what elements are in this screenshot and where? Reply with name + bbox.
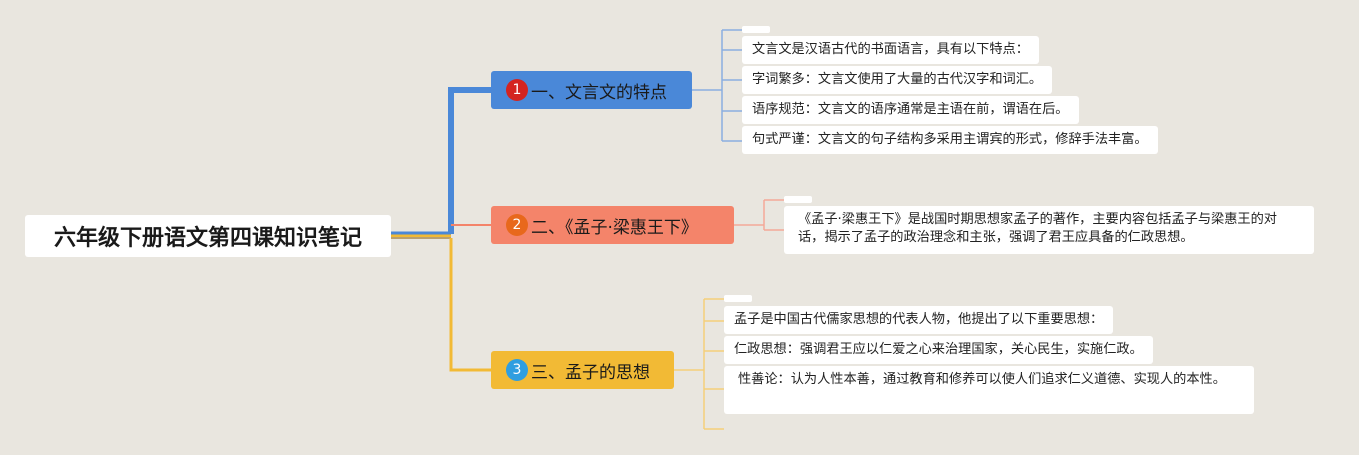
branch-3-node[interactable]: 3 三、孟子的思想 — [491, 351, 674, 389]
branch-3-number-badge: 3 — [506, 359, 528, 381]
root-topic-title[interactable]: 六年级下册语文第四课知识笔记 — [25, 215, 391, 257]
branch-1-label: 一、文言文的特点 — [531, 82, 667, 103]
branch-3-label: 三、孟子的思想 — [531, 362, 650, 383]
branch-3-leaf-2[interactable]: 仁政思想：强调君王应以仁爱之心来治理国家，关心民生，实施仁政。 — [724, 336, 1153, 364]
branch-2-number-badge: 2 — [506, 214, 528, 236]
branch-2-label: 二、《孟子·梁惠王下》 — [531, 217, 698, 238]
branch-1-leaf-3[interactable]: 语序规范：文言文的语序通常是主语在前，谓语在后。 — [742, 96, 1079, 124]
branch-1-empty-stub — [742, 26, 770, 33]
branch-1-node[interactable]: 1 一、文言文的特点 — [491, 71, 692, 109]
branch-1-leaf-4[interactable]: 句式严谨：文言文的句子结构多采用主谓宾的形式，修辞手法丰富。 — [742, 126, 1158, 154]
branch-1-leaf-2[interactable]: 字词繁多：文言文使用了大量的古代汉字和词汇。 — [742, 66, 1053, 94]
branch-2-empty-stub — [784, 196, 812, 203]
branch-1-number-badge: 1 — [506, 79, 528, 101]
branch-2-node[interactable]: 2 二、《孟子·梁惠王下》 — [491, 206, 734, 244]
branch-1-leaf-1[interactable]: 文言文是汉语古代的书面语言，具有以下特点： — [742, 36, 1039, 64]
branch-3-empty-stub — [724, 295, 752, 302]
branch-3-leaf-1[interactable]: 孟子是中国古代儒家思想的代表人物，他提出了以下重要思想： — [724, 306, 1114, 334]
branch-3-leaf-3[interactable]: 性善论：认为人性本善，通过教育和修养可以使人们追求仁义道德、实现人的本性。 — [724, 366, 1254, 414]
branch-2-leaf-1[interactable]: 《孟子·梁惠王下》是战国时期思想家孟子的著作，主要内容包括孟子与梁惠王的对话，揭… — [784, 206, 1314, 254]
